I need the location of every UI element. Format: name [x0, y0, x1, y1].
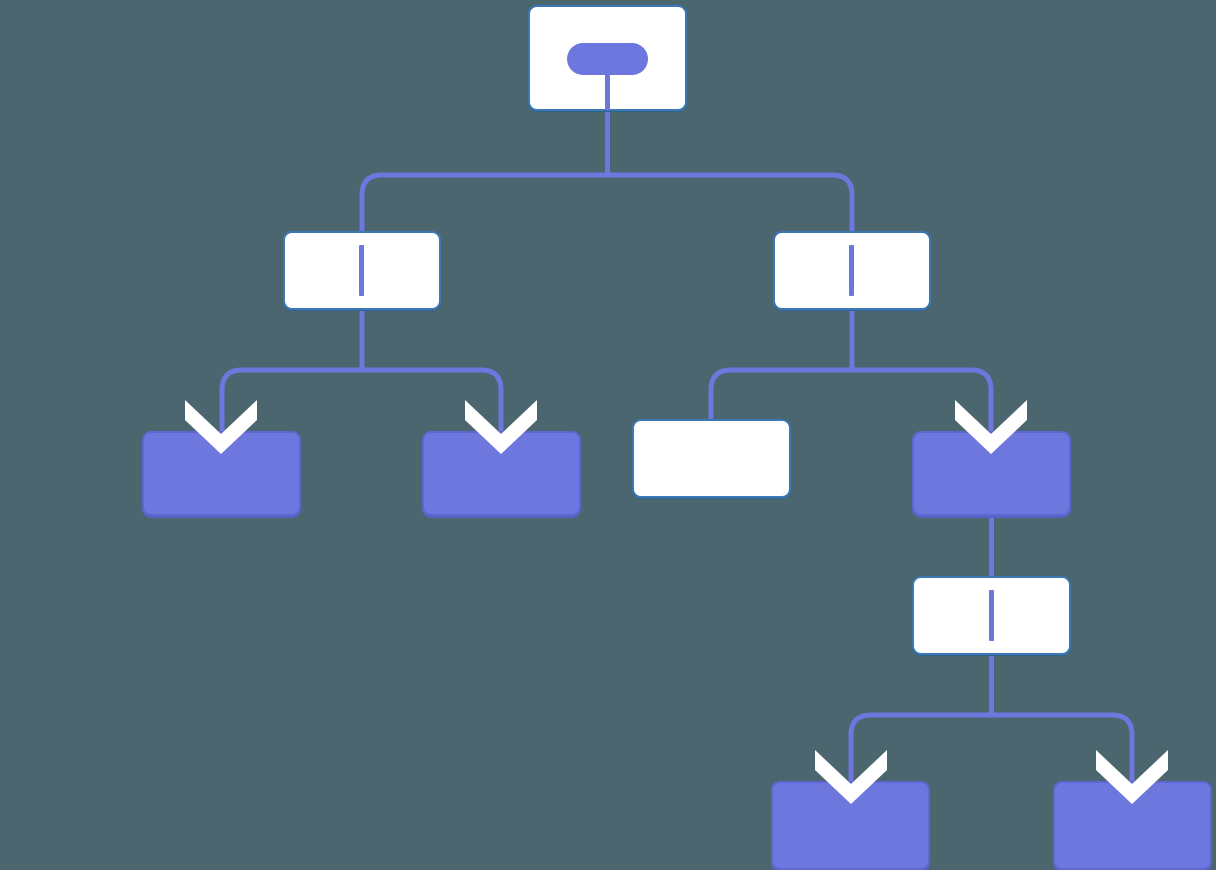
node-level1-right[interactable] [773, 231, 931, 310]
node-leaf-3-empty[interactable] [632, 419, 791, 498]
node-leaf-4[interactable] [771, 781, 930, 870]
node-level1-left[interactable] [283, 231, 441, 310]
node-level1-right-line [849, 245, 854, 296]
node-root[interactable] [528, 5, 687, 111]
node-leaf-2[interactable] [422, 431, 581, 516]
root-stem [605, 60, 610, 110]
node-branch-right[interactable] [912, 431, 1071, 516]
node-level1-left-line [359, 245, 364, 296]
node-leaf-5[interactable] [1053, 781, 1212, 870]
node-level3-right-line [989, 590, 994, 641]
node-leaf-1[interactable] [142, 431, 301, 516]
node-level3-right[interactable] [912, 576, 1071, 655]
